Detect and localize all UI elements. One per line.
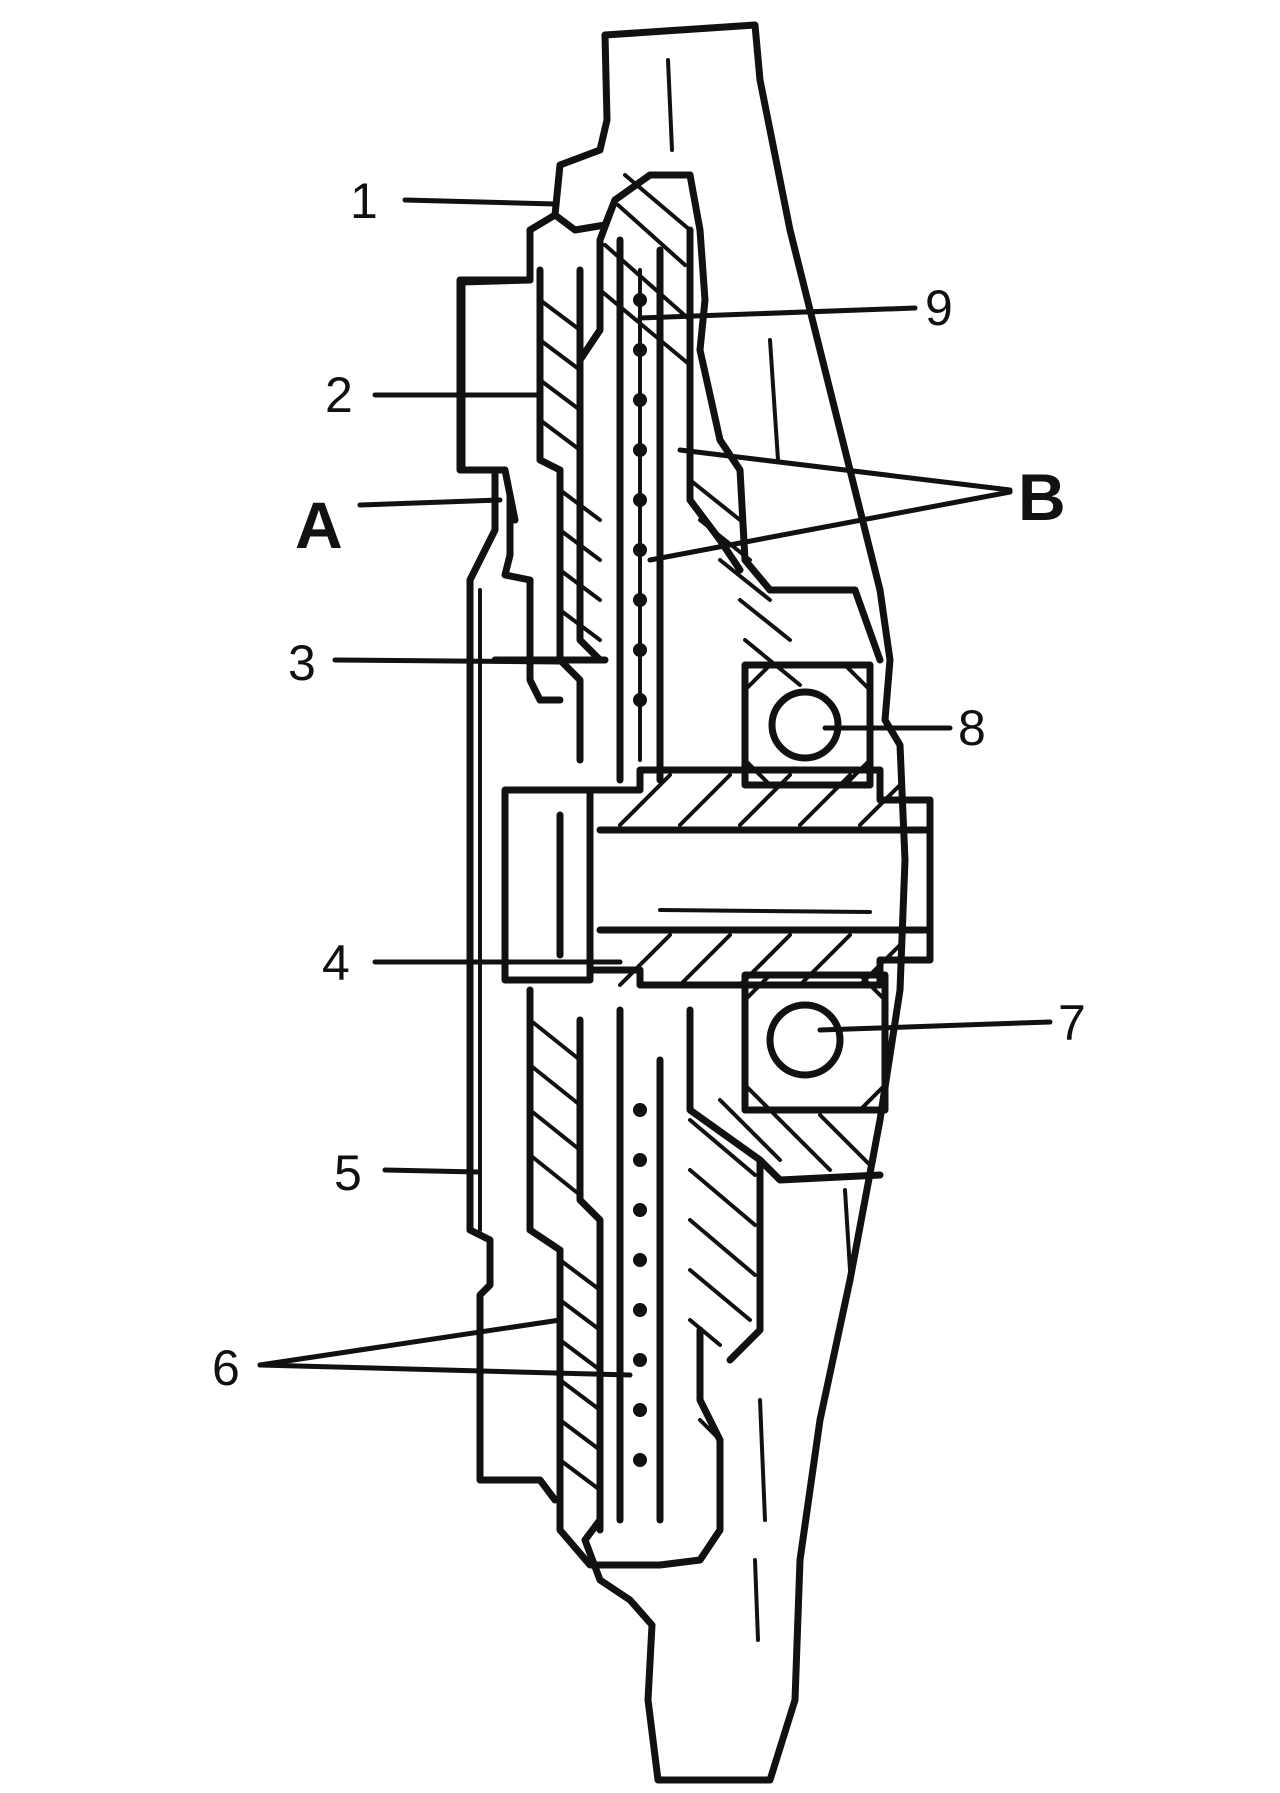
friction-disc-rivets — [633, 293, 647, 707]
leader-b-upper — [677, 447, 1013, 493]
leader-6b — [257, 1362, 633, 1378]
callout-labels: 1 2 A 3 4 5 6 7 8 9 B — [212, 173, 1086, 1396]
clutch-cover — [458, 146, 884, 664]
leader-1 — [402, 197, 558, 207]
leader-3 — [332, 657, 563, 665]
outer-left-cover — [456, 276, 559, 1504]
pressure-plate-upper — [491, 266, 609, 764]
label-4: 4 — [322, 935, 350, 991]
leader-b-lower — [647, 489, 1013, 563]
label-6: 6 — [212, 1340, 240, 1396]
label-9: 9 — [925, 280, 953, 336]
leader-lines — [257, 197, 1053, 1378]
bearing-seat-hatching — [718, 1098, 872, 1172]
leader-6a — [257, 1317, 563, 1368]
pressure-plate-hatching — [538, 298, 602, 642]
label-8: 8 — [958, 700, 986, 756]
bearing-upper — [741, 661, 874, 789]
label-2: 2 — [325, 367, 353, 423]
housing-outline — [581, 21, 909, 1784]
label-5: 5 — [334, 1145, 362, 1201]
bearing-lower — [741, 971, 889, 1114]
leader-9 — [637, 305, 918, 321]
leader-5 — [382, 1167, 481, 1175]
label-b: B — [1018, 460, 1066, 534]
label-7: 7 — [1058, 995, 1086, 1051]
flywheel-lower-hatching — [688, 1118, 757, 1442]
pressure-plate-lower — [526, 986, 884, 1569]
input-shaft — [501, 766, 934, 989]
leader-7 — [817, 1019, 1053, 1033]
friction-disc — [616, 226, 802, 784]
label-1: 1 — [350, 173, 378, 229]
lower-plate-hatching — [528, 1018, 602, 1492]
lower-disc-rivets — [633, 1103, 647, 1467]
leader-a — [357, 497, 503, 508]
label-a: A — [295, 488, 343, 562]
label-3: 3 — [288, 635, 316, 691]
